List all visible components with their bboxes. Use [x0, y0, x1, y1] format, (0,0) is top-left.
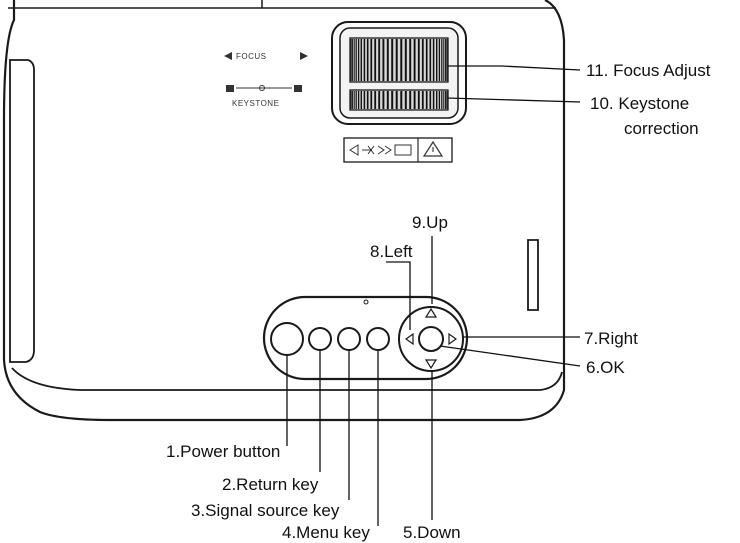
leader-focus: [447, 65, 581, 71]
keystone-legend-group: KEYSTONE: [226, 85, 302, 108]
label-up: 9.Up: [412, 213, 448, 232]
label-left: 8.Left: [370, 242, 413, 261]
label-focus-adjust: 11. Focus Adjust: [586, 61, 711, 80]
label-keystone-line2: correction: [624, 119, 699, 138]
focus-legend: FOCUS: [236, 52, 267, 61]
focus-adjust-wheel[interactable]: [349, 37, 449, 83]
label-keystone-line1: 10. Keystone: [590, 94, 689, 113]
label-menu-key: 4.Menu key: [282, 523, 370, 542]
keystone-legend: KEYSTONE: [232, 99, 279, 108]
projector-body: [2, 0, 566, 422]
label-return-key: 2.Return key: [222, 475, 319, 494]
leader-lines: [286, 65, 581, 526]
menu-key[interactable]: [366, 327, 390, 351]
right-arrow-icon[interactable]: [448, 332, 458, 346]
label-signal-source-key: 3.Signal source key: [191, 501, 340, 520]
focus-legend-group: FOCUS: [224, 52, 308, 61]
callout-labels: 11. Focus Adjust 10. Keystone correction…: [166, 61, 711, 542]
signal-source-key[interactable]: [337, 327, 361, 351]
label-ok: 6.OK: [586, 358, 625, 377]
down-arrow-icon[interactable]: [424, 359, 438, 370]
label-right: 7.Right: [584, 329, 638, 348]
leader-keystone: [446, 97, 581, 103]
up-arrow-icon[interactable]: [424, 307, 438, 318]
left-side-grip: [9, 59, 35, 363]
power-button[interactable]: [270, 322, 304, 356]
leader-left: [386, 261, 411, 330]
leader-ok: [439, 345, 581, 367]
left-arrow-icon[interactable]: [404, 332, 414, 346]
label-down: 5.Down: [403, 523, 461, 542]
return-key[interactable]: [308, 327, 332, 351]
label-power-button: 1.Power button: [166, 442, 280, 461]
ok-button[interactable]: [418, 326, 444, 352]
warning-label: [343, 137, 453, 163]
warning-triangle-icon: [422, 140, 444, 157]
keystone-correction-wheel[interactable]: [349, 89, 449, 111]
control-panel: [262, 295, 469, 381]
adjustment-wheels: [331, 21, 467, 125]
right-side-port: [527, 239, 539, 311]
